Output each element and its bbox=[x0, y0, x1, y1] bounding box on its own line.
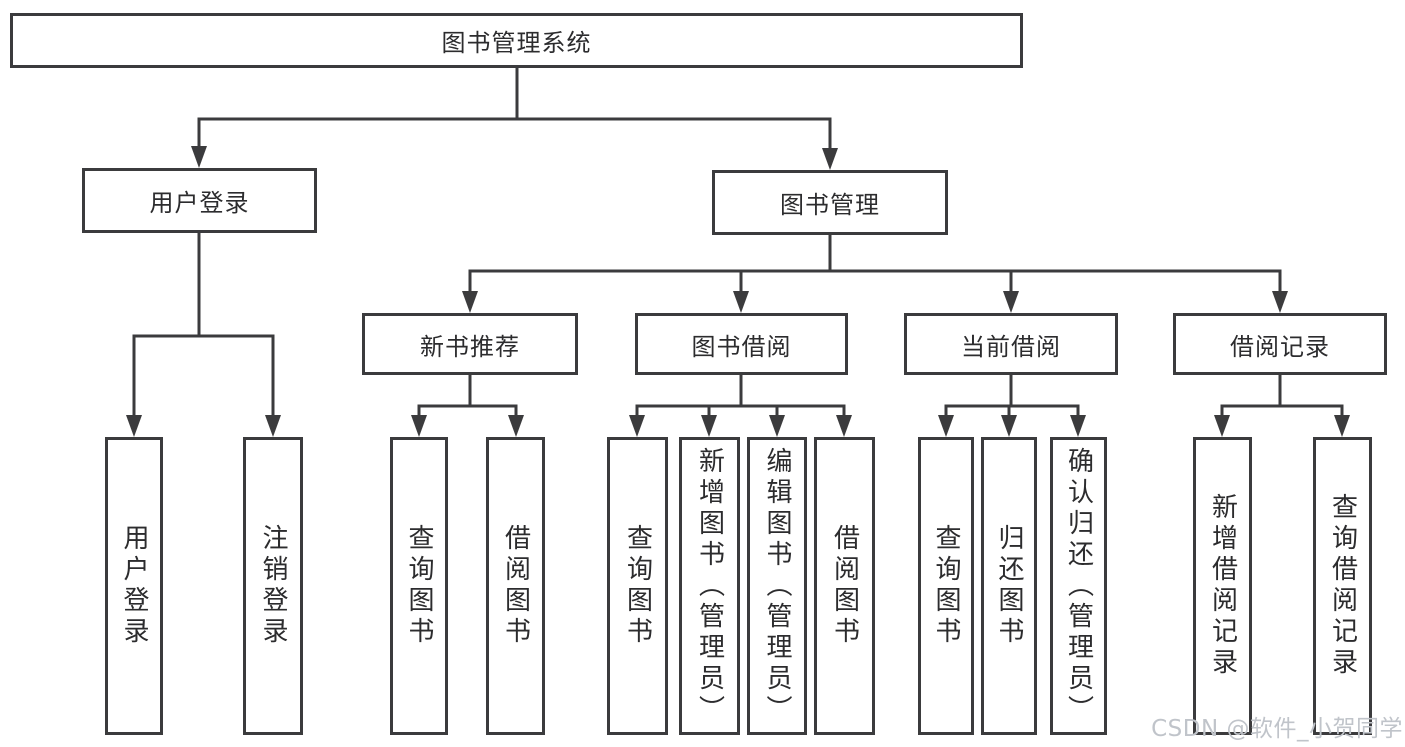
node-label: 新增借阅记录 bbox=[1207, 493, 1238, 679]
leaf-query-books-borrow: 查询图书 bbox=[607, 437, 668, 735]
node-label: 查询借阅记录 bbox=[1327, 493, 1358, 679]
leaf-return-books: 归还图书 bbox=[981, 437, 1037, 735]
node-label: 查询图书 bbox=[931, 524, 961, 648]
node-label: 归还图书 bbox=[994, 524, 1024, 648]
node-book-management: 图书管理 bbox=[712, 170, 948, 235]
leaf-add-books-admin: 新增图书（管理员） bbox=[679, 437, 740, 735]
node-label: 确认归还（管理员） bbox=[1063, 446, 1094, 726]
node-label: 用户登录 bbox=[119, 524, 149, 648]
leaf-logout: 注销登录 bbox=[243, 437, 303, 735]
leaf-query-books-recommend: 查询图书 bbox=[390, 437, 448, 735]
node-label: 查询图书 bbox=[622, 524, 653, 648]
node-label: 借阅图书 bbox=[829, 524, 860, 648]
node-label: 新书推荐 bbox=[420, 332, 520, 361]
leaf-query-borrow-record: 查询借阅记录 bbox=[1313, 437, 1372, 735]
watermark: CSDN @软件_小贺同学 bbox=[1151, 716, 1403, 742]
node-label: 新增图书（管理员） bbox=[694, 446, 725, 726]
node-current-borrowing: 当前借阅 bbox=[904, 313, 1118, 375]
leaf-add-borrow-record: 新增借阅记录 bbox=[1193, 437, 1252, 735]
node-label: 用户登录 bbox=[149, 189, 250, 217]
node-label: 图书管理 bbox=[780, 191, 880, 219]
node-label: 当前借阅 bbox=[961, 332, 1061, 361]
leaf-confirm-return-admin: 确认归还（管理员） bbox=[1050, 437, 1107, 735]
node-book-borrowing: 图书借阅 bbox=[635, 313, 848, 375]
node-new-book-recommendation: 新书推荐 bbox=[362, 313, 578, 375]
leaf-edit-books-admin: 编辑图书（管理员） bbox=[747, 437, 807, 735]
node-label: 查询图书 bbox=[404, 524, 434, 648]
node-label: 借阅图书 bbox=[500, 524, 531, 648]
node-label: 注销登录 bbox=[258, 524, 288, 648]
node-library-management-system: 图书管理系统 bbox=[10, 13, 1023, 68]
node-label: 图书借阅 bbox=[691, 332, 792, 361]
node-label: 编辑图书（管理员） bbox=[762, 446, 792, 726]
leaf-borrow-books-recommend: 借阅图书 bbox=[486, 437, 545, 735]
leaf-query-books-current: 查询图书 bbox=[918, 437, 974, 735]
leaf-borrow-books: 借阅图书 bbox=[814, 437, 875, 735]
node-label: 借阅记录 bbox=[1230, 332, 1330, 361]
node-user-login: 用户登录 bbox=[82, 168, 317, 233]
node-borrowing-records: 借阅记录 bbox=[1173, 313, 1387, 375]
leaf-user-login: 用户登录 bbox=[105, 437, 163, 735]
node-label: 图书管理系统 bbox=[441, 29, 592, 57]
